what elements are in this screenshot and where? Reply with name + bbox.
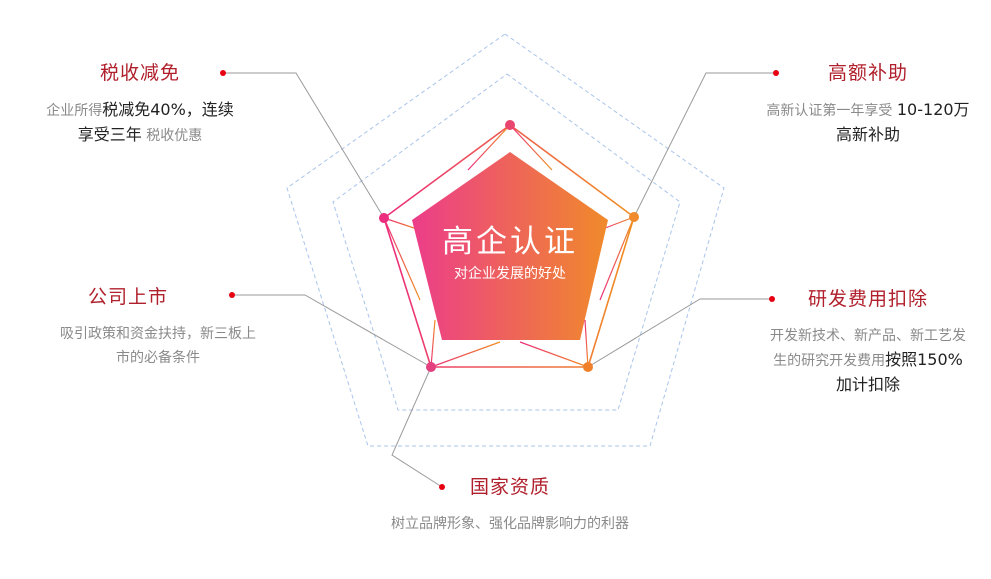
inner-web (383, 124, 635, 368)
feature-listing: 公司上市 吸引政策和资金扶持，新三板上 市的必备条件 (28, 284, 288, 370)
feature-national-qualification: 国家资质 树立品牌形象、强化品牌影响力的利器 (350, 474, 670, 536)
leader-line-tax (223, 72, 385, 219)
vertex-dot-left (379, 213, 389, 223)
vertex-dot-top (505, 120, 515, 130)
leader-line-rnd (587, 298, 772, 368)
vertex-dot-right (629, 212, 639, 222)
feature-title: 高额补助 (827, 62, 908, 84)
feature-rnd-deduction: 研发费用扣除 开发新技术、新产品、新工艺发 生的研究开发费用按照150% 加计扣… (748, 286, 988, 397)
center-subtitle: 对企业发展的好处 (454, 266, 566, 282)
bullet-dot-rnd (769, 296, 775, 302)
center-title: 高企认证 (442, 224, 578, 260)
bullet-dot-tax (220, 70, 226, 76)
feature-description: 树立品牌形象、强化品牌影响力的利器 (391, 516, 629, 532)
leader-line-subsidy (633, 72, 776, 218)
leader-line-listing (232, 294, 432, 368)
bullet-dot-qualification (439, 484, 445, 490)
center-pentagon (412, 152, 608, 340)
bullet-dot-subsidy (773, 70, 779, 76)
vertex-dot-bottom-left (426, 362, 436, 372)
feature-title: 研发费用扣除 (807, 288, 928, 310)
vertex-dot-bottom-right (583, 362, 593, 372)
feature-title: 税收减免 (99, 62, 180, 84)
leader-line-qualification (391, 366, 443, 488)
feature-description: 企业所得税减免40%，连续 享受三年 税收优惠 (46, 100, 234, 144)
feature-title: 公司上市 (87, 286, 168, 308)
bullet-dot-listing (229, 292, 235, 298)
feature-tax-reduction: 税收减免 企业所得税减免40%，连续 享受三年 税收优惠 (20, 60, 260, 148)
feature-description: 开发新技术、新产品、新工艺发 生的研究开发费用按照150% 加计扣除 (770, 328, 966, 394)
feature-description: 高新认证第一年享受 10-120万 高新补助 (766, 100, 970, 144)
feature-title: 国家资质 (469, 476, 550, 498)
feature-description: 吸引政策和资金扶持，新三板上 市的必备条件 (60, 326, 256, 366)
feature-subsidy: 高额补助 高新认证第一年享受 10-120万 高新补助 (748, 60, 988, 147)
dashed-pentagon-middle (332, 73, 681, 411)
